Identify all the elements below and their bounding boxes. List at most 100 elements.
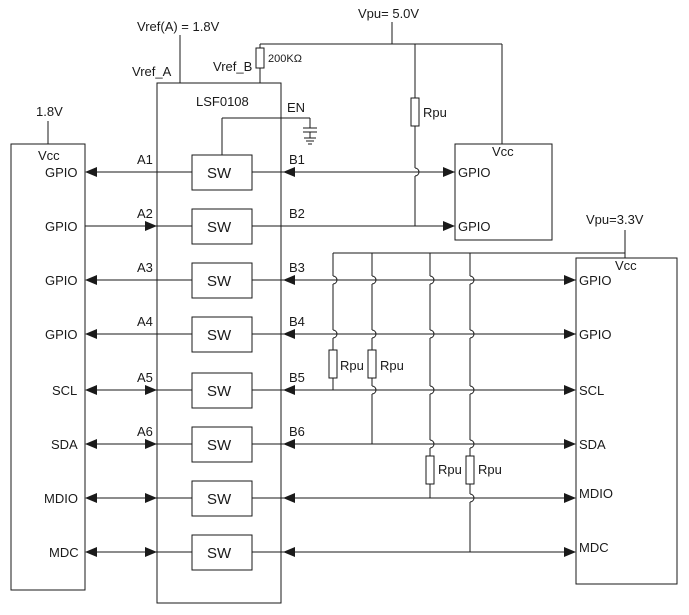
arrow-a4-left bbox=[85, 329, 97, 339]
vref-a-label: Vref(A) = 1.8V bbox=[137, 19, 220, 34]
arrow-b4-right bbox=[564, 329, 576, 339]
switch-1-label: SW bbox=[207, 165, 232, 182]
vref-b-pin-label: Vref_B bbox=[213, 59, 252, 74]
rpu-mdc-hop-2 bbox=[469, 329, 475, 339]
rpu-mdc-hop-3 bbox=[469, 385, 475, 395]
a1-label: A1 bbox=[137, 152, 153, 167]
a2-label: A2 bbox=[137, 206, 153, 221]
switch-row-5: SW A5 B5 bbox=[95, 370, 566, 409]
left-pin-scl: SCL bbox=[52, 383, 77, 398]
switch-row-3: SW A3 B3 bbox=[95, 260, 576, 299]
left-supply-label: 1.8V bbox=[36, 104, 63, 119]
bottom-right-pin-1: GPIO bbox=[579, 273, 612, 288]
arrow-b7-right bbox=[564, 493, 576, 503]
arrow-a7-left bbox=[85, 493, 97, 503]
rpu-mdc-hop-5 bbox=[469, 493, 475, 503]
arrow-b4-left bbox=[283, 329, 295, 339]
arrow-b2-right bbox=[443, 221, 455, 231]
bottom-right-vcc-label: Vcc bbox=[615, 258, 637, 273]
rpu-mdio-hop-4 bbox=[429, 439, 435, 449]
resistor-200k bbox=[255, 47, 265, 69]
rpu-mdc-resistor bbox=[465, 455, 475, 485]
arrow-b8-left bbox=[283, 547, 295, 557]
vref-a-pin-label: Vref_A bbox=[132, 64, 172, 79]
a6-label: A6 bbox=[137, 424, 153, 439]
rpu-scl-hop-2 bbox=[332, 329, 338, 339]
arrow-a8-right bbox=[145, 547, 157, 557]
rpu-mdio-hop-2 bbox=[429, 329, 435, 339]
switch-6 bbox=[191, 426, 253, 463]
arrow-b3-right bbox=[564, 275, 576, 285]
rpu-scl-hop-1 bbox=[332, 275, 338, 285]
arrow-a5-left bbox=[85, 385, 97, 395]
rpu-scl-resistor bbox=[328, 349, 338, 379]
arrow-b7-left bbox=[283, 493, 295, 503]
switch-7-label: SW bbox=[207, 491, 232, 508]
rpu-mdio-resistor bbox=[425, 455, 435, 485]
vpu-5v-label: Vpu= 5.0V bbox=[358, 6, 419, 21]
left-pin-1: GPIO bbox=[45, 165, 78, 180]
switch-3-label: SW bbox=[207, 273, 232, 290]
lsf0108-name: LSF0108 bbox=[196, 94, 249, 109]
b3-label: B3 bbox=[289, 260, 305, 275]
rpu-mdc-label: Rpu bbox=[478, 462, 502, 477]
arrow-b3-left bbox=[283, 275, 295, 285]
switch-4-label: SW bbox=[207, 327, 232, 344]
rpu-mdio-hop-1 bbox=[429, 275, 435, 285]
left-pin-mdio: MDIO bbox=[44, 491, 78, 506]
arrow-a8-left bbox=[85, 547, 97, 557]
rpu-5v-label: Rpu bbox=[423, 105, 447, 120]
left-pin-sda: SDA bbox=[51, 437, 78, 452]
switch-7 bbox=[191, 480, 253, 517]
arrow-a2-right bbox=[145, 221, 157, 231]
rpu-mdio-hop-3 bbox=[429, 385, 435, 395]
a4-label: A4 bbox=[137, 314, 153, 329]
rpu-sda-hop-3 bbox=[371, 385, 377, 395]
a3-label: A3 bbox=[137, 260, 153, 275]
rpu-mdc-hop-1 bbox=[469, 275, 475, 285]
bottom-right-pin-mdio: MDIO bbox=[579, 486, 613, 501]
rpu-5v-resistor bbox=[410, 97, 420, 127]
bottom-right-pin-scl: SCL bbox=[579, 383, 604, 398]
switch-2-label: SW bbox=[207, 219, 232, 236]
rpu-sda-hop-2 bbox=[371, 329, 377, 339]
switch-row-2: SW A2 B2 bbox=[85, 206, 445, 245]
left-vcc-label: Vcc bbox=[38, 148, 60, 163]
b4-label: B4 bbox=[289, 314, 305, 329]
arrow-a1-left bbox=[85, 167, 97, 177]
top-right-vcc-label: Vcc bbox=[492, 144, 514, 159]
b1-label: B1 bbox=[289, 152, 305, 167]
switch-row-8: SW bbox=[95, 534, 566, 571]
switch-8-label: SW bbox=[207, 545, 232, 562]
left-pin-4: GPIO bbox=[45, 327, 78, 342]
arrow-a7-right bbox=[145, 493, 157, 503]
en-pin-label: EN bbox=[287, 100, 305, 115]
bottom-right-pin-sda: SDA bbox=[579, 437, 606, 452]
b6-label: B6 bbox=[289, 424, 305, 439]
bottom-right-device bbox=[575, 257, 678, 585]
arrow-b6-right bbox=[564, 439, 576, 449]
rpu-sda-hop-1 bbox=[371, 275, 377, 285]
left-device bbox=[10, 143, 86, 591]
switch-1 bbox=[191, 154, 253, 191]
switch-5 bbox=[191, 372, 253, 409]
left-pin-mdc: MDC bbox=[49, 545, 79, 560]
top-right-device bbox=[454, 143, 553, 241]
switch-6-label: SW bbox=[207, 437, 232, 454]
arrow-a6-right bbox=[145, 439, 157, 449]
switch-8 bbox=[191, 534, 253, 571]
resistor-200k-label: 200KΩ bbox=[268, 53, 302, 65]
rpu-scl-label: Rpu bbox=[340, 358, 364, 373]
arrow-b5-left bbox=[283, 385, 295, 395]
rpu-mdio-label: Rpu bbox=[438, 462, 462, 477]
rpu-sda-resistor bbox=[367, 349, 377, 379]
switch-row-6: SW A6 B6 bbox=[95, 424, 566, 463]
arrow-a6-left bbox=[85, 439, 97, 449]
rpu-sda-label: Rpu bbox=[380, 358, 404, 373]
arrow-a3-left bbox=[85, 275, 97, 285]
arrow-b6-left bbox=[283, 439, 295, 449]
rpu-mdc-hop-4 bbox=[469, 439, 475, 449]
switch-5-label: SW bbox=[207, 383, 232, 400]
